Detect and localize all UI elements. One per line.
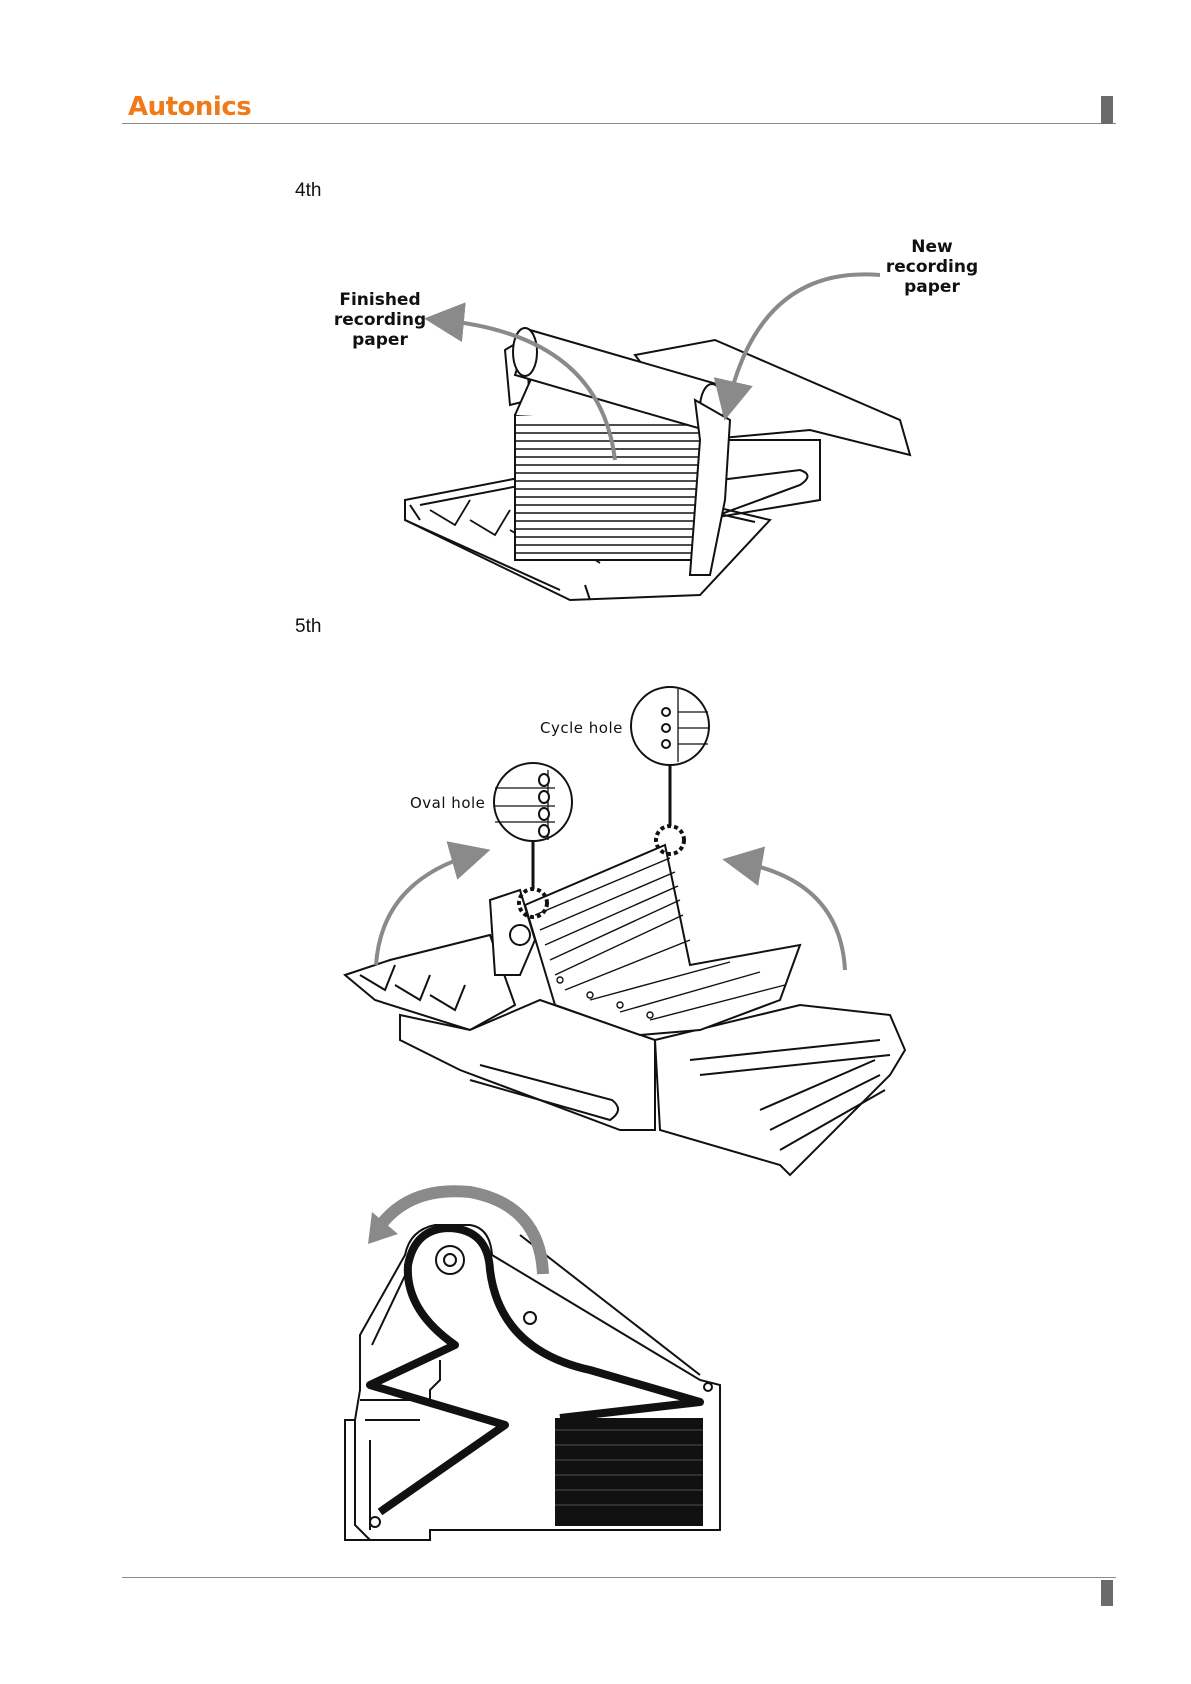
figure-5-recorder — [345, 845, 905, 1175]
footer-corner-mark — [1101, 1580, 1113, 1606]
figure-4-recorder — [405, 328, 910, 600]
oval-hole-zoom — [494, 763, 572, 841]
folded-paper-stack — [555, 1418, 703, 1526]
footer-divider — [122, 1577, 1116, 1578]
cycle-hole-zoom — [631, 687, 709, 765]
